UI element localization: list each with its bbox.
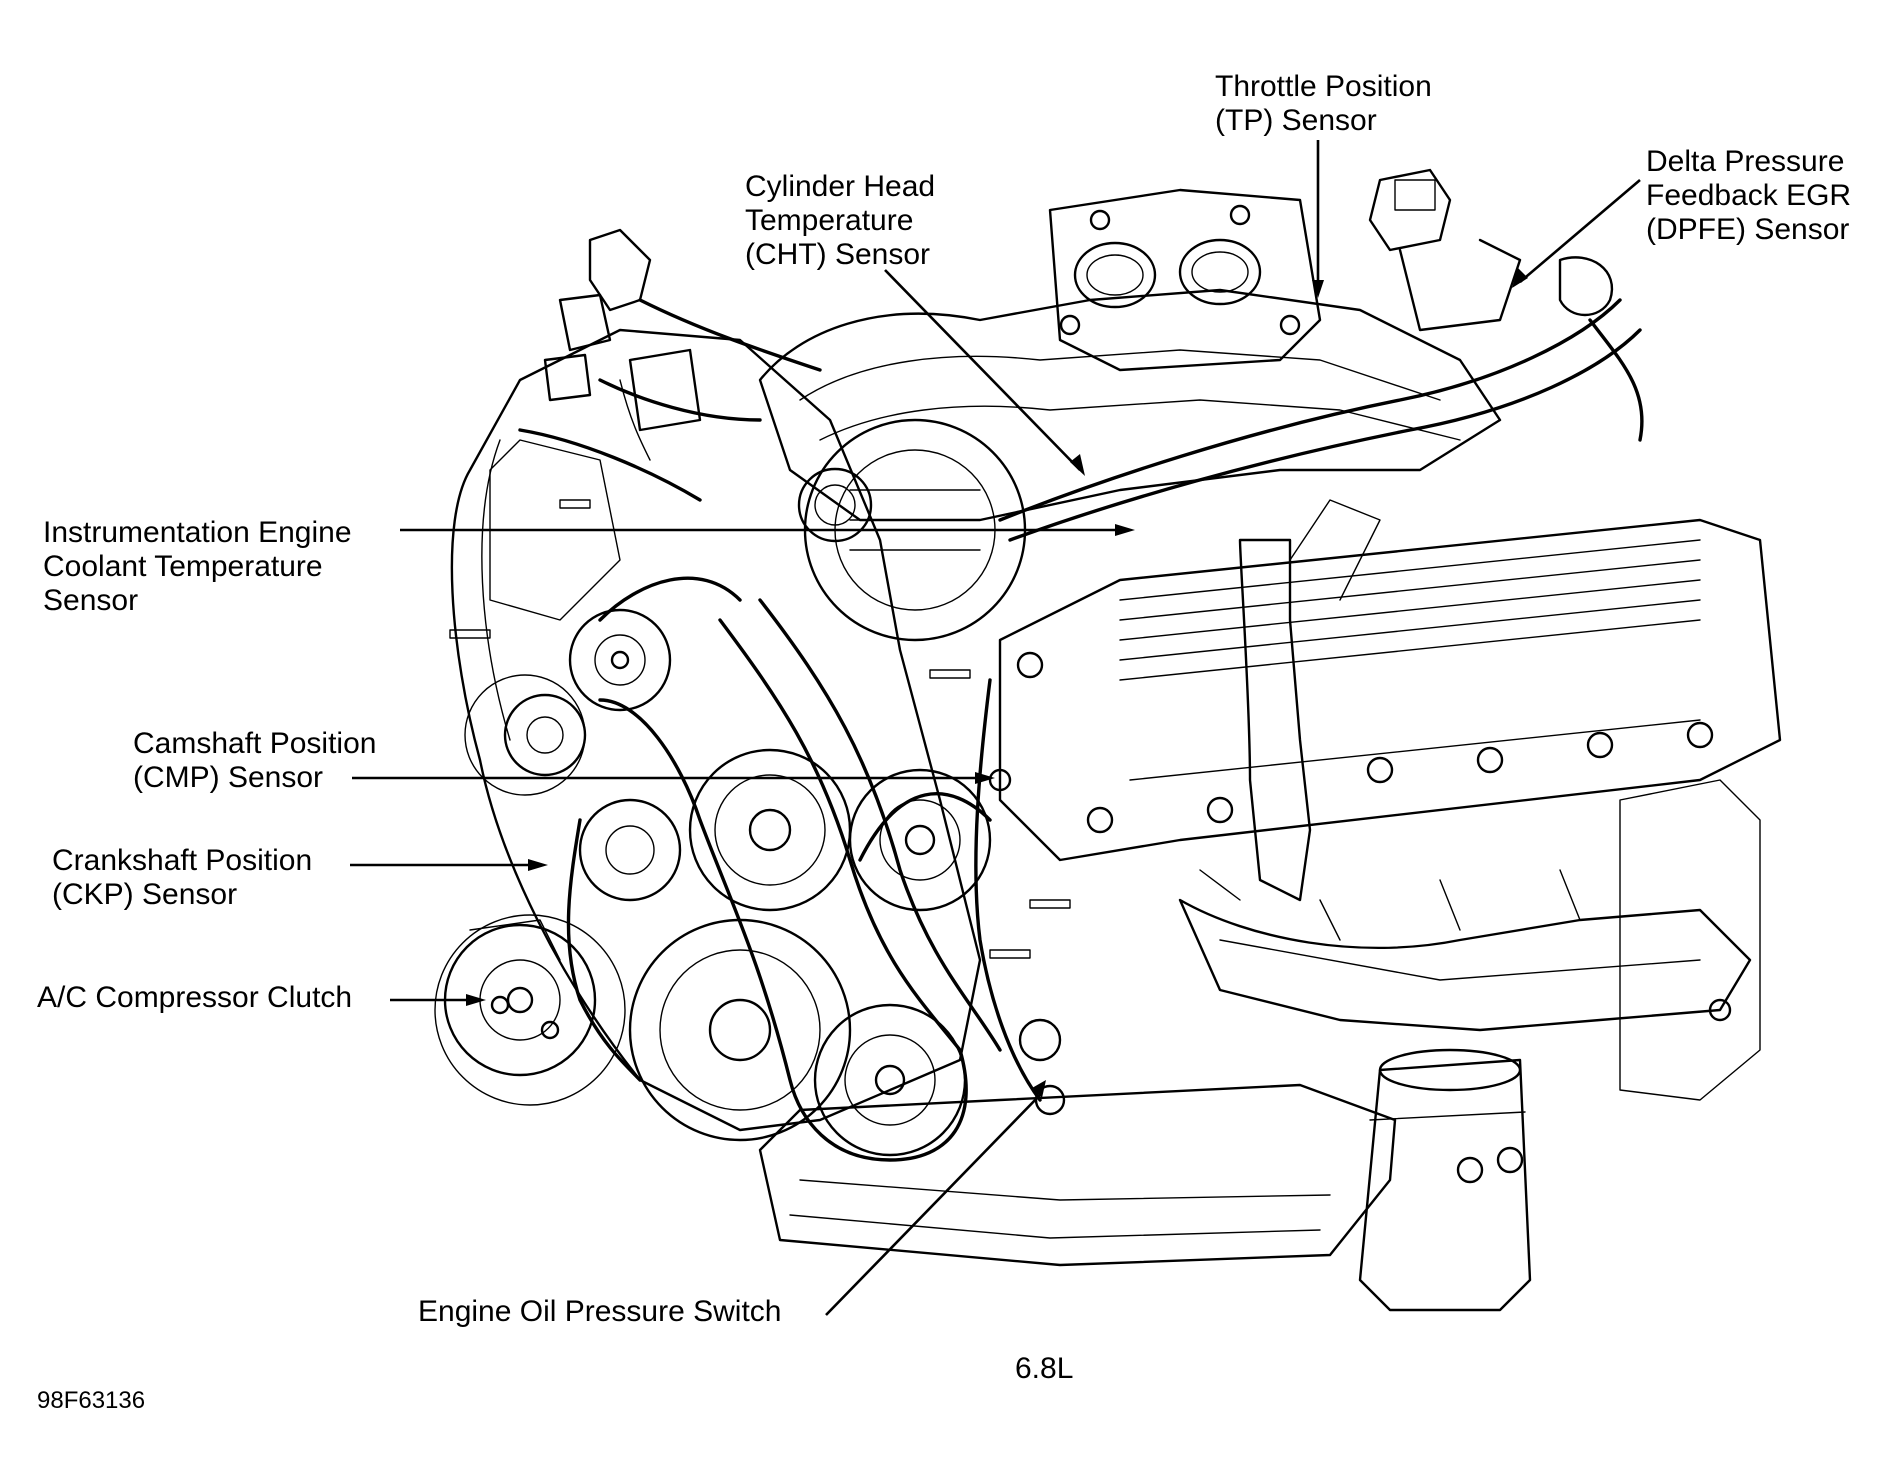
label-cht-sensor: Cylinder Head Temperature (CHT) Sensor — [745, 170, 936, 271]
leader-cht — [884, 269, 1081, 471]
label-throttle-position-sensor: Throttle Position (TP) Sensor — [1215, 70, 1432, 137]
label-dpfe-sensor: Delta Pressure Feedback EGR (DPFE) Senso… — [1646, 145, 1852, 246]
label-instrumentation-ect-sensor: Instrumentation Engine Coolant Temperatu… — [43, 516, 352, 617]
label-engine-oil-pressure-switch: Engine Oil Pressure Switch — [418, 1295, 782, 1328]
engine-size-caption: 6.8L — [1015, 1352, 1074, 1385]
label-camshaft-position-sensor: Camshaft Position (CMP) Sensor — [133, 727, 377, 794]
label-crankshaft-position-sensor: Crankshaft Position (CKP) Sensor — [52, 844, 313, 911]
leader-oil-pressure — [825, 1094, 1041, 1316]
label-ac-compressor-clutch: A/C Compressor Clutch — [37, 981, 353, 1014]
leader-dpfe — [1519, 179, 1641, 283]
figure-id: 98F63136 — [37, 1387, 146, 1414]
